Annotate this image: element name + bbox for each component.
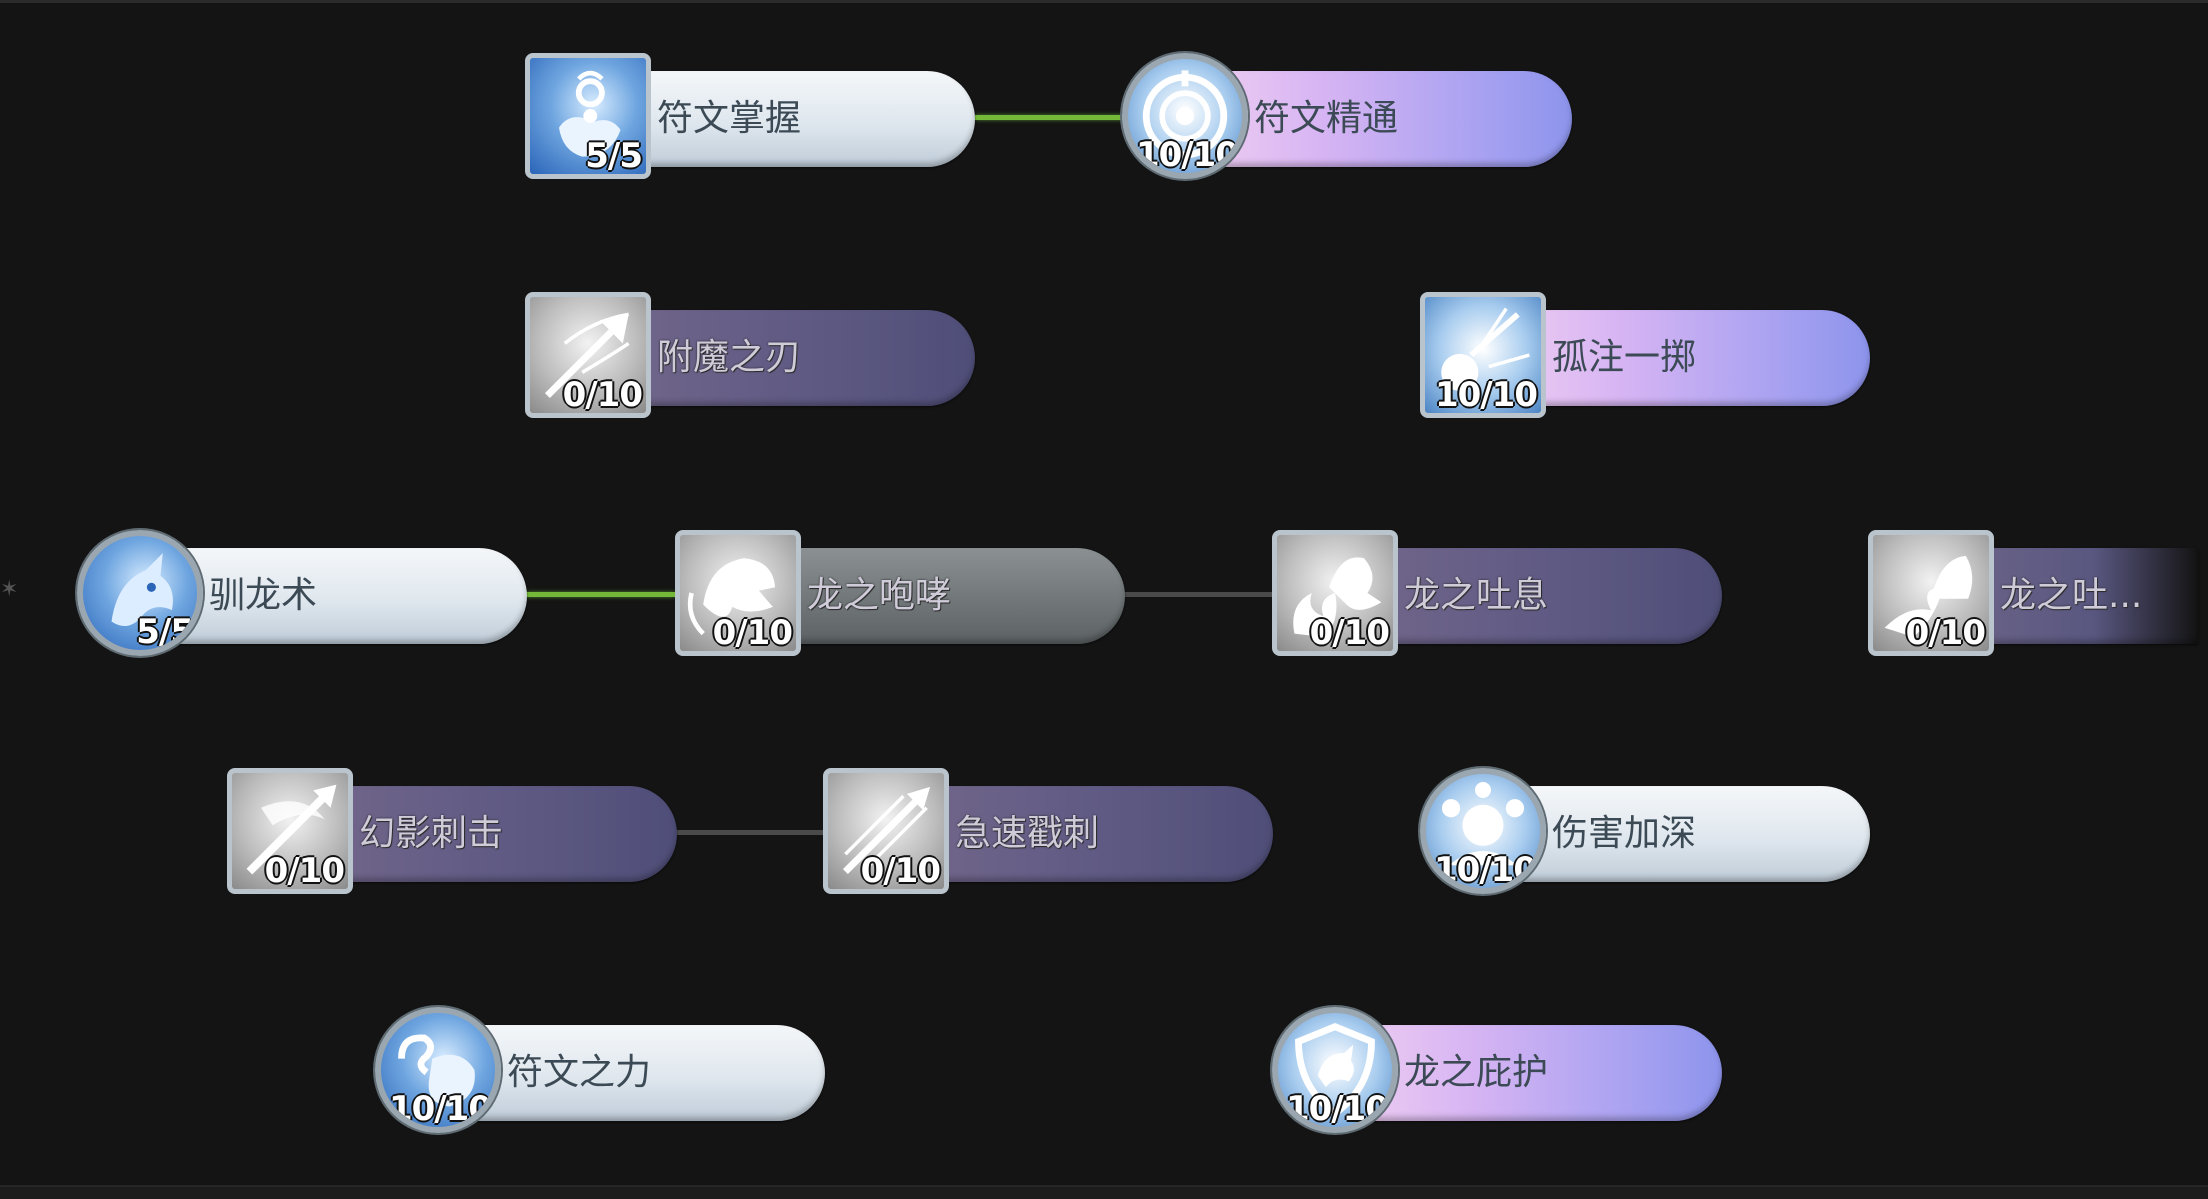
bottom-border [0, 1185, 2208, 1199]
skill-level: 0/10 [562, 375, 643, 415]
rune-circle-icon: 10/10 [1122, 53, 1248, 179]
link-phantom-to-rapid [675, 830, 825, 835]
skill-pill: 附魔之刃 [595, 310, 975, 406]
skill-name: 龙之咆哮 [807, 575, 952, 616]
skill-name: 龙之吐... [2000, 575, 2143, 616]
skill-level: 5/5 [136, 612, 194, 652]
skill-level: 10/10 [1135, 135, 1239, 175]
rapid-stab-icon: 0/10 [823, 768, 949, 894]
skill-name: 符文精通 [1254, 98, 1399, 139]
skill-name: 符文之力 [507, 1052, 652, 1093]
skill-node-phantom-strike[interactable]: 幻影刺击 0/10 [227, 768, 677, 894]
link-roar-to-breath [1123, 592, 1273, 597]
skill-node-dragon-breath-2[interactable]: 龙之吐... 0/10 [1868, 530, 2198, 656]
skill-node-dragon-roar[interactable]: 龙之咆哮 0/10 [675, 530, 1125, 656]
skill-pill: 伤害加深 [1490, 786, 1870, 882]
skill-level: 10/10 [388, 1089, 492, 1129]
skill-name: 龙之吐息 [1404, 575, 1549, 616]
dragon-breath-icon: 0/10 [1272, 530, 1398, 656]
rune-fist-icon: 10/10 [375, 1007, 501, 1133]
skill-pill: 孤注一掷 [1490, 310, 1870, 406]
skill-pill: 符文精通 [1192, 71, 1572, 167]
skill-level: 10/10 [1433, 850, 1537, 890]
rune-hand-icon: 5/5 [525, 53, 651, 179]
skill-name: 急速戳刺 [955, 813, 1100, 854]
skill-level: 0/10 [860, 851, 941, 891]
skill-node-enchanted-blade[interactable]: 附魔之刃 0/10 [525, 292, 975, 418]
edge-handle-icon: ✶ [0, 577, 19, 602]
skill-pill: 龙之咆哮 [745, 548, 1125, 644]
skill-pill: 驯龙术 [147, 548, 527, 644]
skill-name: 孤注一掷 [1552, 337, 1697, 378]
skill-node-dragon-taming[interactable]: 驯龙术 5/5 [77, 530, 527, 656]
skill-level: 0/10 [712, 613, 793, 653]
skill-level: 0/10 [264, 851, 345, 891]
skill-pill: 龙之吐息 [1342, 548, 1722, 644]
skill-pill: 符文之力 [445, 1025, 825, 1121]
skill-pill: 幻影刺击 [297, 786, 677, 882]
skill-node-rune-power[interactable]: 符文之力 10/10 [375, 1007, 825, 1133]
skill-name: 龙之庇护 [1404, 1052, 1549, 1093]
skill-node-rune-proficiency[interactable]: 符文精通 10/10 [1122, 53, 1572, 179]
dragon-shield-icon: 10/10 [1272, 1007, 1398, 1133]
skill-level: 10/10 [1434, 375, 1538, 415]
skill-node-rune-mastery[interactable]: 符文掌握 5/5 [525, 53, 975, 179]
skill-name: 幻影刺击 [359, 813, 504, 854]
skill-node-rapid-stab[interactable]: 急速戳刺 0/10 [823, 768, 1273, 894]
link-rune-mastery-to-proficiency [975, 115, 1125, 120]
skill-name: 伤害加深 [1552, 813, 1697, 854]
throw-burst-icon: 10/10 [1420, 292, 1546, 418]
skill-level: 0/10 [1905, 613, 1986, 653]
damage-gear-icon: 10/10 [1420, 768, 1546, 894]
dragon-breath-2-icon: 0/10 [1868, 530, 1994, 656]
skill-node-damage-deepen[interactable]: 伤害加深 10/10 [1420, 768, 1870, 894]
skill-name: 符文掌握 [657, 98, 802, 139]
skill-level: 0/10 [1309, 613, 1390, 653]
skill-level: 5/5 [585, 136, 643, 176]
link-taming-to-roar [525, 592, 675, 597]
skill-pill: 急速戳刺 [893, 786, 1273, 882]
skill-pill: 符文掌握 [595, 71, 975, 167]
dragon-head-icon: 5/5 [77, 530, 203, 656]
skill-pill: 龙之庇护 [1342, 1025, 1722, 1121]
top-border [0, 0, 2208, 3]
skill-name: 驯龙术 [209, 575, 318, 616]
skill-name: 附魔之刃 [657, 337, 802, 378]
dragon-roar-icon: 0/10 [675, 530, 801, 656]
phantom-spear-icon: 0/10 [227, 768, 353, 894]
skill-node-dragon-protection[interactable]: 龙之庇护 10/10 [1272, 1007, 1722, 1133]
spear-slash-icon: 0/10 [525, 292, 651, 418]
skill-node-dragon-breath[interactable]: 龙之吐息 0/10 [1272, 530, 1722, 656]
skill-level: 10/10 [1285, 1089, 1389, 1129]
skill-node-all-in-throw[interactable]: 孤注一掷 10/10 [1420, 292, 1870, 418]
